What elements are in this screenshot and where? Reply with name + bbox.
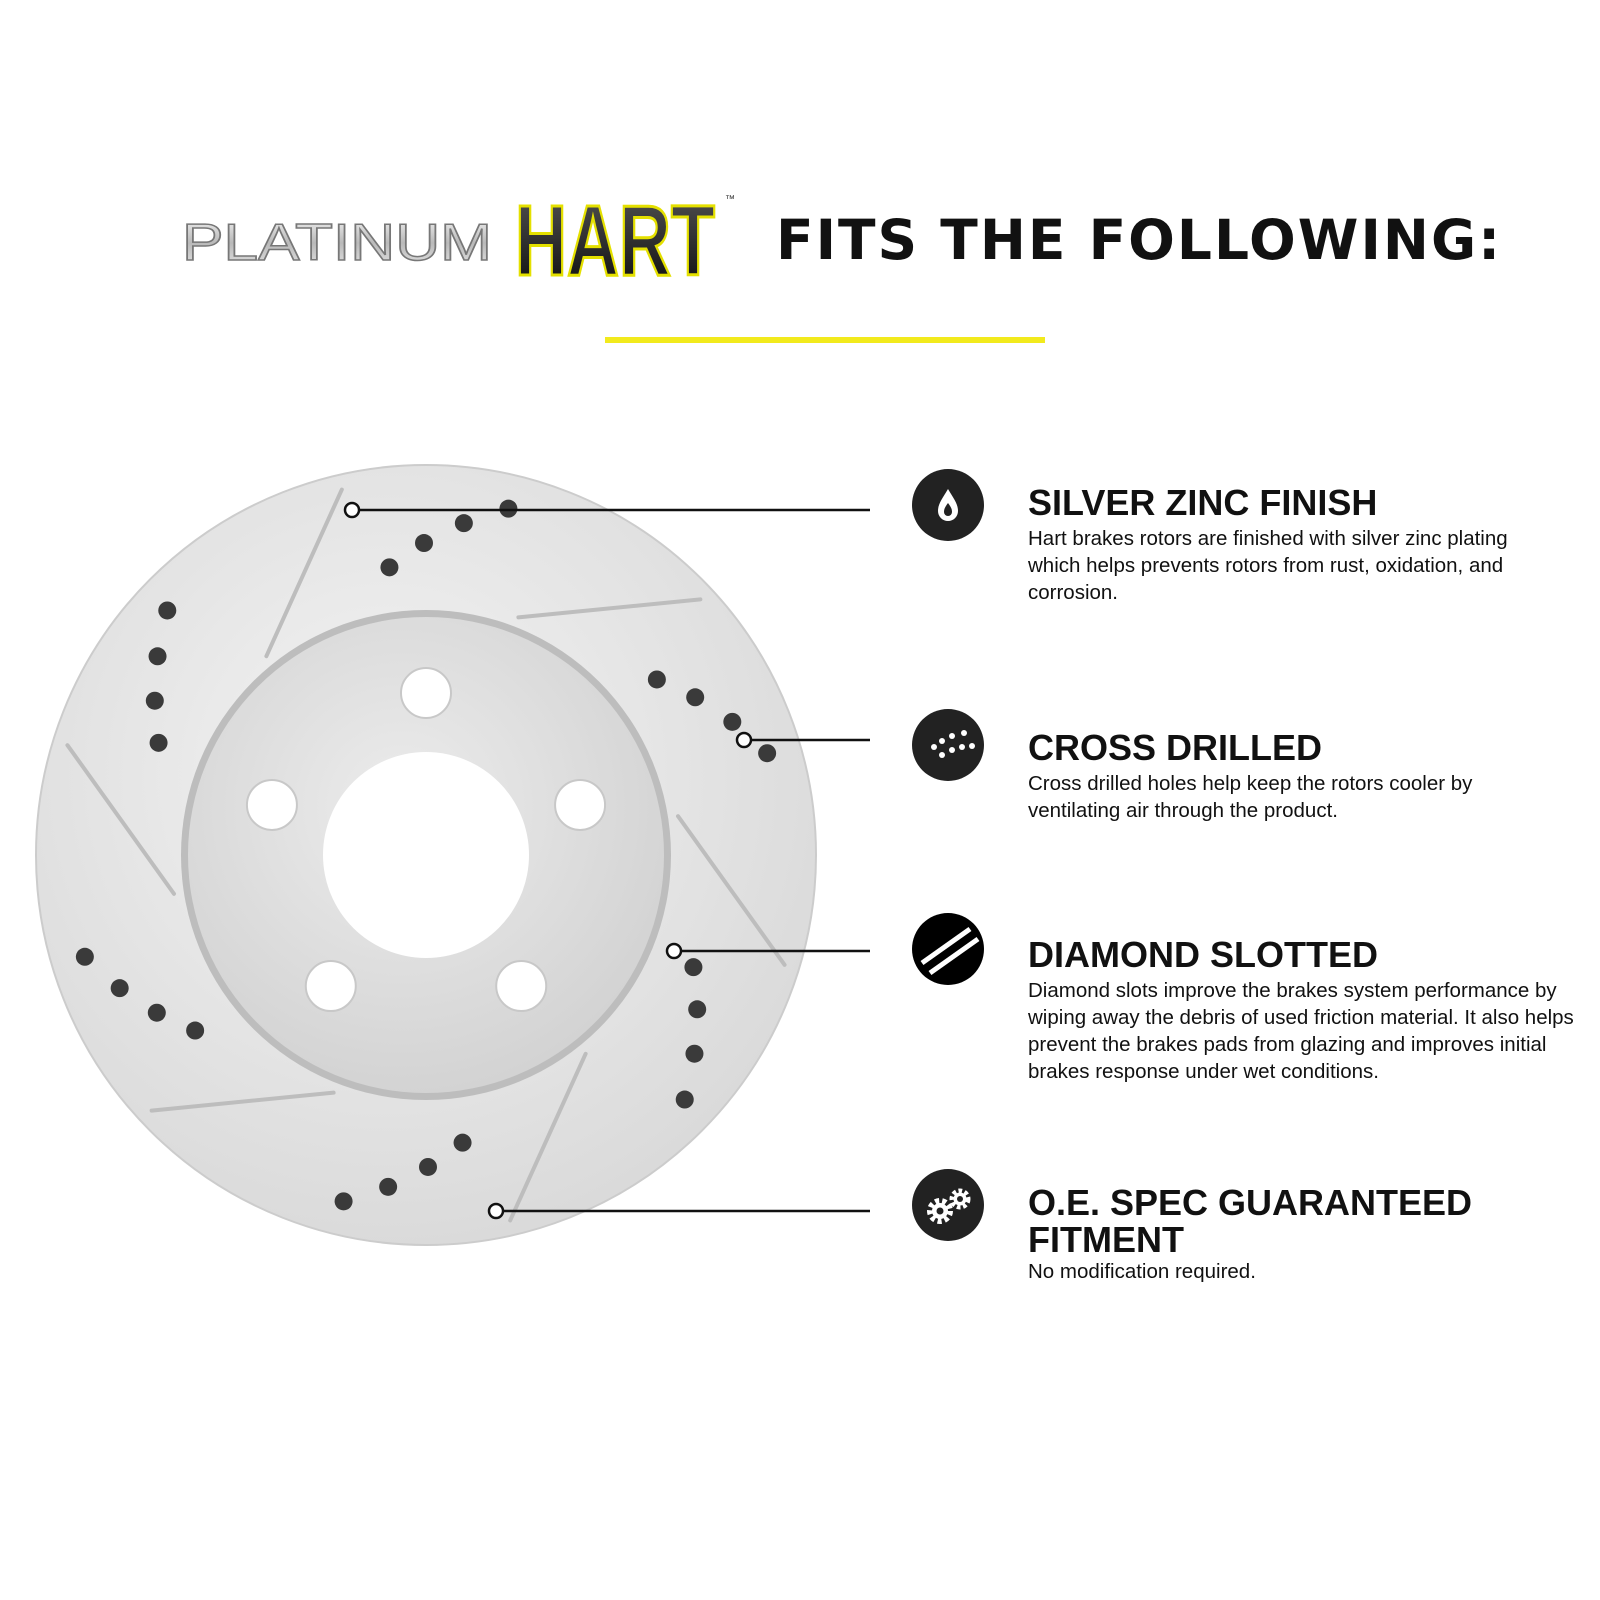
lug-hole <box>245 778 298 831</box>
svg-text:™: ™ <box>725 194 735 205</box>
feature-title: SILVER ZINC FINISH <box>1028 482 1378 523</box>
gears-icon <box>912 1169 984 1241</box>
feature-title: O.E. SPEC GUARANTEED FITMENT <box>1028 1182 1473 1260</box>
drill-hole <box>147 1003 166 1022</box>
feature-title: DIAMOND SLOTTED <box>1028 934 1378 975</box>
drill-hole <box>158 601 177 620</box>
rotor-slot <box>516 597 703 620</box>
drilled-holes-icon <box>912 709 984 781</box>
lug-hole <box>400 667 452 719</box>
drill-hole <box>379 1177 398 1196</box>
rotor-slot <box>65 743 176 896</box>
drill-hole <box>688 1000 707 1019</box>
rotor-slot <box>508 1051 588 1223</box>
drill-hole <box>684 958 703 977</box>
drill-hole <box>685 1044 704 1063</box>
drill-hole <box>148 647 167 666</box>
svg-text:HART: HART <box>515 185 715 290</box>
drill-hole <box>149 733 168 752</box>
lug-hole <box>304 960 357 1013</box>
slots-icon <box>912 913 984 985</box>
drill-hole <box>110 979 129 998</box>
water-drop-icon <box>912 469 984 541</box>
feature-title: CROSS DRILLED <box>1028 727 1323 768</box>
platinum-hart-logo: PLATINUM HART ™ <box>181 184 735 291</box>
drill-hole <box>453 1133 472 1152</box>
drill-hole <box>723 712 742 731</box>
drill-hole <box>675 1090 694 1109</box>
rotor-slot <box>149 1090 336 1113</box>
drill-hole <box>415 534 434 553</box>
feature-oe-fitment: O.E. SPEC GUARANTEED FITMENT No modifica… <box>1028 1184 1588 1285</box>
headline: FITS THE FOLLOWING: <box>776 208 1503 272</box>
drill-hole <box>145 691 164 710</box>
rotor-slot <box>264 487 344 659</box>
drill-hole <box>75 947 94 966</box>
feature-description: Diamond slots improve the brakes system … <box>1028 979 1574 1083</box>
drill-hole <box>380 558 399 577</box>
feature-description: No modification required. <box>1028 1260 1256 1283</box>
svg-text:PLATINUM: PLATINUM <box>182 214 492 272</box>
drill-hole <box>186 1021 205 1040</box>
drill-hole <box>499 499 518 518</box>
feature-description: Hart brakes rotors are finished with sil… <box>1028 527 1508 604</box>
accent-divider <box>605 337 1045 343</box>
brake-rotor-image <box>35 464 870 1246</box>
feature-silver-zinc: SILVER ZINC FINISH Hart brakes rotors ar… <box>1028 484 1588 606</box>
drill-hole <box>418 1157 437 1176</box>
lug-hole <box>495 960 548 1013</box>
drill-hole <box>647 670 666 689</box>
rotor-slot <box>676 814 787 967</box>
drill-hole <box>454 514 473 533</box>
feature-diamond-slotted: DIAMOND SLOTTED Diamond slots improve th… <box>1028 936 1588 1085</box>
drill-hole <box>758 744 777 763</box>
drill-hole <box>686 688 705 707</box>
drill-hole <box>334 1192 353 1211</box>
lug-hole <box>554 778 607 831</box>
feature-description: Cross drilled holes help keep the rotors… <box>1028 772 1473 822</box>
feature-cross-drilled: CROSS DRILLED Cross drilled holes help k… <box>1028 729 1588 824</box>
